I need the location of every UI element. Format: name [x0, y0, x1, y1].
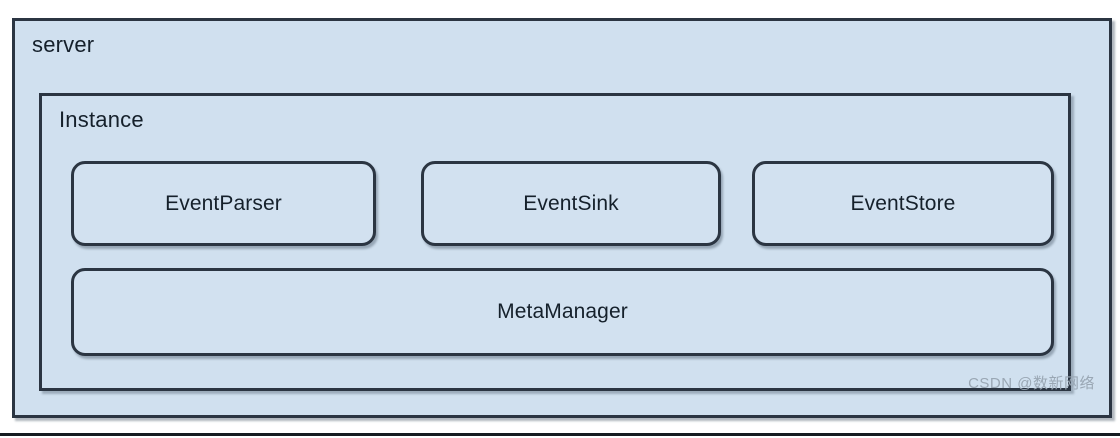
- component-meta-manager: MetaManager: [71, 268, 1054, 356]
- component-meta-manager-label: MetaManager: [497, 300, 628, 323]
- instance-container: Instance EventParser EventSink EventStor…: [39, 93, 1071, 391]
- component-event-parser-label: EventParser: [165, 191, 282, 215]
- server-container: server Instance EventParser EventSink Ev…: [12, 18, 1112, 418]
- component-event-store-label: EventStore: [850, 191, 956, 215]
- component-event-store: EventStore: [752, 161, 1054, 246]
- bottom-divider: [0, 433, 1120, 436]
- instance-container-label: Instance: [59, 107, 144, 132]
- csdn-watermark: CSDN @数新网络: [968, 375, 1095, 392]
- server-container-label: server: [32, 32, 95, 57]
- component-event-sink-label: EventSink: [523, 191, 619, 215]
- component-event-parser: EventParser: [71, 161, 376, 246]
- component-event-sink: EventSink: [421, 161, 721, 246]
